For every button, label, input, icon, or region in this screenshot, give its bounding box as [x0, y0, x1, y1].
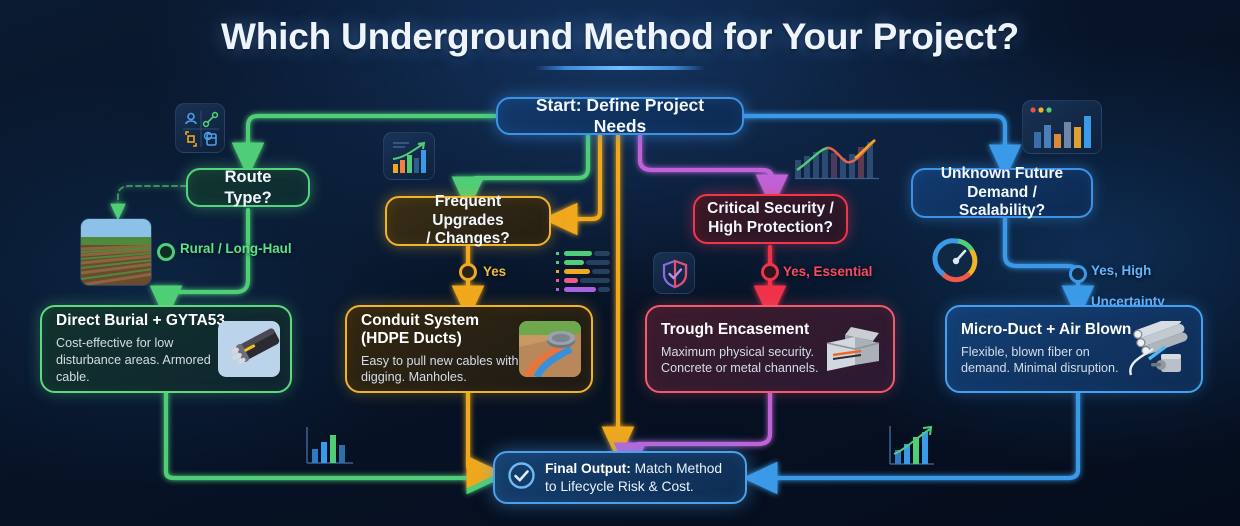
rural-field-photo — [80, 218, 152, 286]
card-direct-burial[interactable]: Direct Burial + GYTA53 Cost-effective fo… — [40, 305, 292, 393]
card-trough-encasement-desc: Maximum physical security. Concrete or m… — [661, 344, 819, 376]
mini-bar-chart-arrow-icon — [888, 424, 936, 466]
page-title: Which Underground Method for Your Projec… — [220, 16, 1020, 57]
node-unknown-future-line1: Unknown Future — [940, 164, 1064, 182]
node-frequent-upgrades-line2: / Changes? — [426, 230, 510, 248]
edge-label-yes-high-uncertainty: Yes, High Uncertainty — [1091, 247, 1165, 325]
node-start[interactable]: Start: Define Project Needs — [496, 94, 744, 136]
node-start-label: Start: Define Project Needs — [535, 94, 705, 136]
edge-label-yes-upgrades: Yes — [483, 264, 507, 279]
card-conduit-title-line2: (HDPE Ducts) — [361, 329, 462, 347]
armored-cable-photo-icon — [218, 321, 280, 377]
trend-line-chart-icon — [793, 134, 881, 180]
edge-label-rural-long-haul: Rural / Long-Haul — [180, 241, 292, 256]
edge-label-yes-high-uncertainty-line2: Uncertainty — [1091, 293, 1165, 309]
progress-list-icon — [556, 250, 612, 294]
node-unknown-future-demand[interactable]: Unknown Future Demand / Scalability? — [911, 164, 1093, 219]
edge-label-yes-high-uncertainty-line1: Yes, High — [1091, 262, 1152, 278]
check-circle-icon — [507, 461, 536, 495]
card-conduit-system-desc: Easy to pull new cables without digging.… — [361, 353, 537, 385]
final-output-text: Final Output: Match Method to Lifecycle … — [545, 460, 722, 495]
final-output-rest: Match Method — [630, 460, 723, 476]
edge-label-yes-essential: Yes, Essential — [783, 264, 873, 279]
manhole-duct-illustration-icon — [519, 321, 581, 377]
concrete-trough-illustration-icon — [821, 321, 883, 377]
mini-bar-chart-icon — [305, 425, 355, 465]
card-micro-duct[interactable]: Micro-Duct + Air Blown Flexible, blown f… — [945, 305, 1203, 393]
node-unknown-future-line2: Demand / Scalability? — [958, 183, 1046, 220]
card-trough-encasement-title: Trough Encasement — [661, 320, 810, 338]
final-output-line2: to Lifecycle Risk & Cost. — [545, 478, 694, 494]
microduct-blowing-machine-icon — [1115, 321, 1191, 377]
node-frequent-upgrades[interactable]: Frequent Upgrades / Changes? — [385, 192, 551, 248]
shield-check-icon — [653, 252, 695, 294]
speed-gauge-icon — [932, 235, 980, 283]
node-critical-security-line1: Critical Security / — [707, 200, 834, 218]
node-frequent-upgrades-line1: Frequent Upgrades — [432, 192, 504, 229]
card-conduit-system-title: Conduit System (HDPE Ducts) — [361, 312, 578, 348]
final-output-label: Final Output: — [545, 460, 631, 476]
title-underline — [535, 66, 705, 70]
node-route-type[interactable]: Route Type? — [186, 168, 310, 207]
growth-bar-chart-icon — [383, 132, 435, 180]
four-tile-icon-grid — [175, 103, 225, 153]
edge-junction-markers — [157, 243, 1087, 283]
node-critical-security[interactable]: Critical Security / High Protection? — [693, 194, 848, 244]
dashboard-window-icon — [1022, 100, 1102, 154]
node-route-type-label: Route Type? — [224, 168, 272, 207]
card-micro-duct-title: Micro-Duct + Air Blown — [961, 320, 1132, 338]
node-critical-security-line2: High Protection? — [708, 219, 833, 236]
card-conduit-system[interactable]: Conduit System (HDPE Ducts) Easy to pull… — [345, 305, 593, 393]
card-direct-burial-desc: Cost-effective for low disturbance areas… — [56, 336, 211, 384]
node-final-output[interactable]: Final Output: Match Method to Lifecycle … — [493, 451, 747, 504]
card-conduit-title-line1: Conduit System — [361, 311, 479, 329]
card-direct-burial-title: Direct Burial + GYTA53 — [56, 312, 225, 330]
card-trough-encasement[interactable]: Trough Encasement Maximum physical secur… — [645, 305, 895, 393]
card-micro-duct-desc: Flexible, blown fiber on demand. Minimal… — [961, 344, 1119, 376]
